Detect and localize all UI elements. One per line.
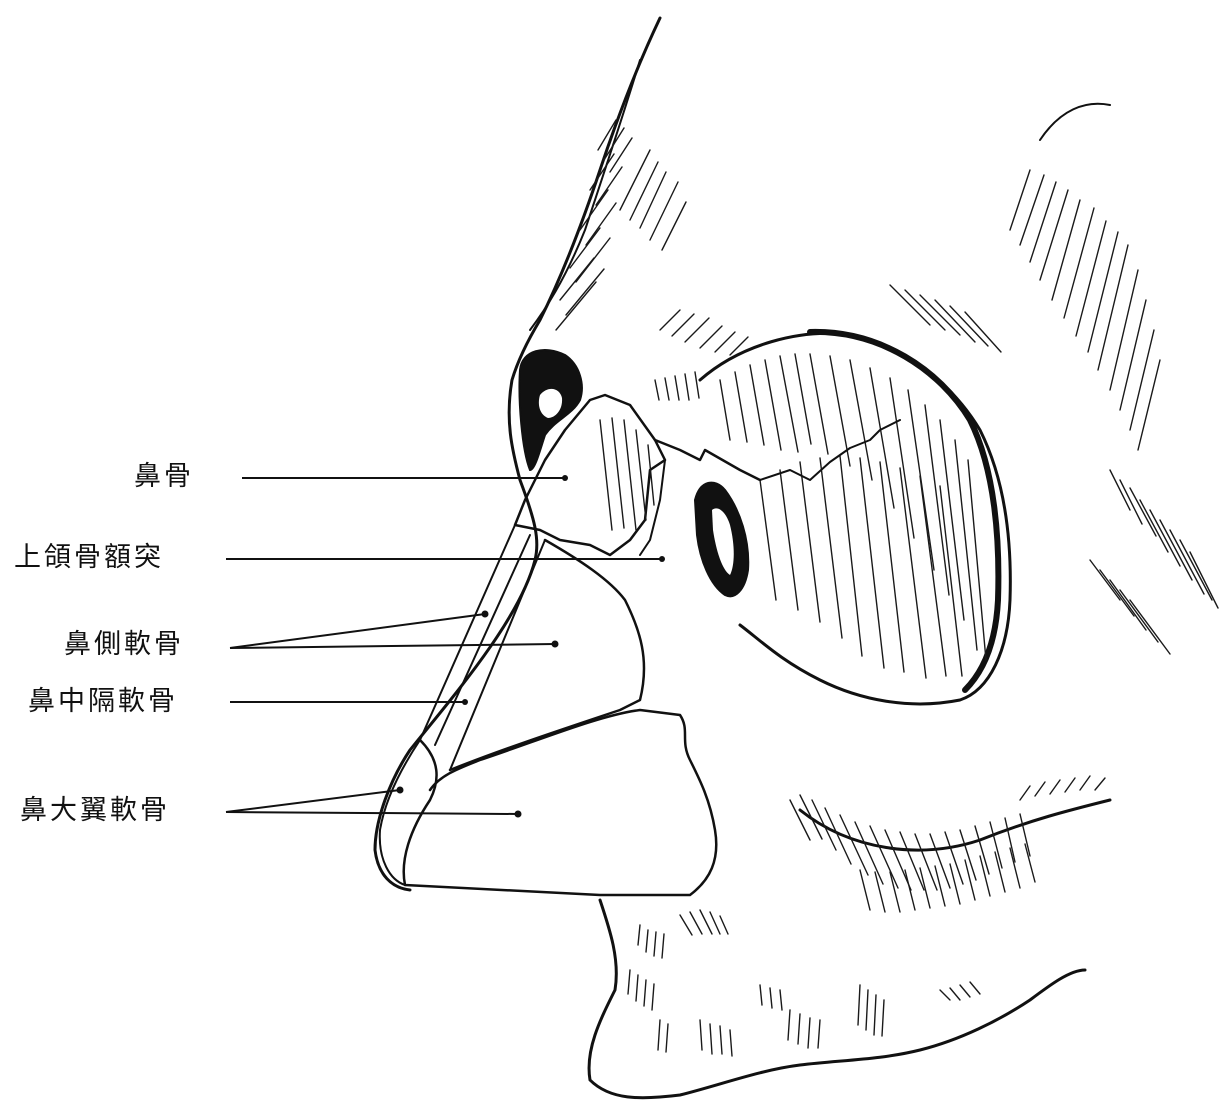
label-maxilla-frontal-process: 上頜骨額突: [14, 544, 164, 571]
nose-bridge-outline: [375, 18, 660, 890]
orbit-hatching: [720, 354, 986, 678]
leader-alar-cartilage-b: [226, 812, 518, 814]
dot-septal-cartilage: [462, 699, 468, 705]
label-alar-cartilage: 鼻大翼軟骨: [20, 797, 170, 824]
dot-alar-cartilage-b: [515, 811, 522, 818]
leader-lateral-cartilage-b: [230, 644, 555, 648]
dot-nasal-bone: [562, 475, 568, 481]
brow-outline: [1040, 104, 1110, 140]
orbit-inner-shade: [810, 332, 998, 690]
septal-cartilage-strip: [420, 525, 545, 770]
brow-hatching: [1010, 170, 1218, 654]
cheek-hatching: [655, 285, 1001, 400]
forehead-hatching: [556, 120, 686, 330]
nasal-bone-hatching: [600, 418, 654, 530]
upper-lip-outline: [589, 900, 1085, 1098]
leader-alar-cartilage-a: [226, 790, 400, 812]
maxilla-frontal-process-shape: [655, 440, 760, 480]
eyelash-hatching: [790, 776, 1105, 912]
label-lateral-cartilage: 鼻側軟骨: [64, 631, 184, 658]
leader-lateral-cartilage-a: [230, 614, 485, 648]
lower-eye-slit: [800, 800, 1110, 850]
label-nasal-bone: 鼻骨: [134, 463, 194, 490]
dot-lateral-cartilage-a: [482, 611, 489, 618]
dot-maxilla-frontal-process: [659, 556, 665, 562]
dot-lateral-cartilage-b: [552, 641, 559, 648]
maxilla-frontal-process-left: [640, 460, 665, 555]
label-septal-cartilage: 鼻中隔軟骨: [28, 688, 178, 715]
dot-alar-cartilage-a: [397, 787, 404, 794]
lip-hatching: [628, 910, 980, 1056]
alar-cartilage-shape: [404, 710, 717, 895]
